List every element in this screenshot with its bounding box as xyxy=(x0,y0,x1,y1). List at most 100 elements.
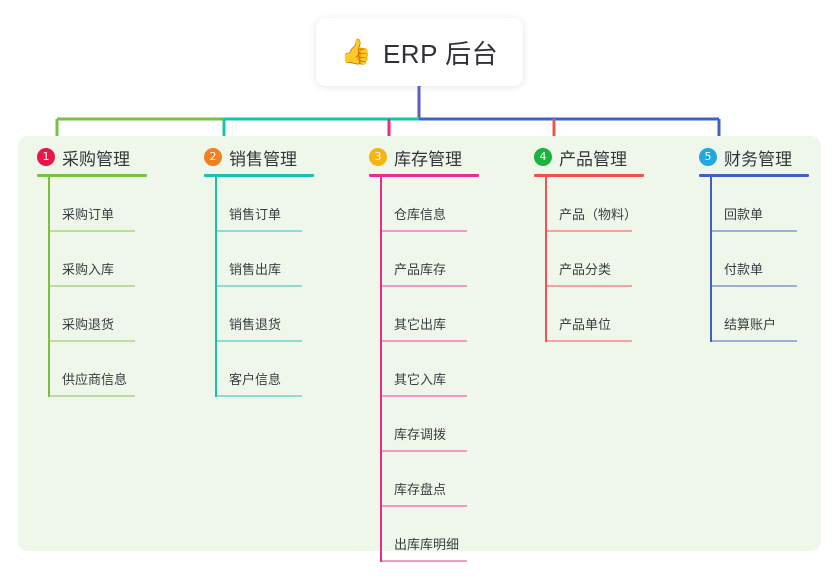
branch-title: 库存管理 xyxy=(394,149,462,169)
branch-header-5[interactable]: 5 财务管理 xyxy=(699,146,839,169)
branch-child-label: 采购退货 xyxy=(62,317,115,332)
branch-child-underline xyxy=(547,340,632,342)
branch-child-underline xyxy=(50,395,135,397)
branch-child-label: 客户信息 xyxy=(229,372,282,387)
branch-children: 采购订单采购入库采购退货供应商信息 xyxy=(37,177,187,397)
branch-child-label: 销售订单 xyxy=(229,207,282,222)
branch-child-item[interactable]: 销售退货 xyxy=(217,287,354,342)
branch-child-label: 回款单 xyxy=(724,207,764,222)
branch-number-badge: 5 xyxy=(699,148,717,166)
branch-column-4: 4 产品管理产品（物料） 产品分类产品单位 xyxy=(534,146,684,342)
branch-header-underline xyxy=(204,174,314,177)
branch-child-label: 采购订单 xyxy=(62,207,115,222)
branch-header-underline xyxy=(37,174,147,177)
branch-spine xyxy=(545,177,547,342)
branch-child-underline xyxy=(217,285,302,287)
branch-spine xyxy=(48,177,50,397)
branch-child-item[interactable]: 结算账户 xyxy=(712,287,839,342)
branch-child-item[interactable]: 仓库信息 xyxy=(382,177,519,232)
thumbs-up-icon: 👍 xyxy=(340,37,372,66)
branch-child-item[interactable]: 出库库明细 xyxy=(382,507,519,562)
branch-child-underline xyxy=(50,285,135,287)
branch-child-label: 供应商信息 xyxy=(62,372,128,387)
branch-spine xyxy=(215,177,217,397)
branch-child-item[interactable]: 采购订单 xyxy=(50,177,187,232)
branch-child-item[interactable]: 库存盘点 xyxy=(382,452,519,507)
branch-child-label: 仓库信息 xyxy=(394,207,447,222)
branch-child-label: 产品（物料） xyxy=(559,207,638,222)
branch-children: 回款单付款单结算账户 xyxy=(699,177,839,342)
branch-child-item[interactable]: 其它出库 xyxy=(382,287,519,342)
branch-children: 仓库信息产品库存其它出库其它入库库存调拨库存盘点出库库明细 xyxy=(369,177,519,562)
branch-child-underline xyxy=(712,230,797,232)
branch-header-3[interactable]: 3 库存管理 xyxy=(369,146,519,169)
branch-column-2: 2 销售管理销售订单销售出库销售退货客户信息 xyxy=(204,146,354,397)
branch-children: 产品（物料） 产品分类产品单位 xyxy=(534,177,684,342)
branch-title: 采购管理 xyxy=(62,149,130,169)
branch-child-item[interactable]: 回款单 xyxy=(712,177,839,232)
branch-child-label: 出库库明细 xyxy=(394,537,460,552)
branch-child-item[interactable]: 产品（物料） xyxy=(547,177,684,232)
branch-child-underline xyxy=(382,340,467,342)
branch-header-4[interactable]: 4 产品管理 xyxy=(534,146,684,169)
branch-child-item[interactable]: 销售出库 xyxy=(217,232,354,287)
branch-child-underline xyxy=(382,395,467,397)
branch-child-label: 产品库存 xyxy=(394,262,447,277)
branch-title: 财务管理 xyxy=(724,149,792,169)
branch-title: 产品管理 xyxy=(559,149,627,169)
branch-child-label: 库存盘点 xyxy=(394,482,447,497)
branch-child-underline xyxy=(50,230,135,232)
branch-column-5: 5 财务管理回款单付款单结算账户 xyxy=(699,146,839,342)
branch-child-item[interactable]: 产品库存 xyxy=(382,232,519,287)
branch-child-underline xyxy=(547,230,632,232)
branch-spine xyxy=(380,177,382,562)
branch-child-item[interactable]: 客户信息 xyxy=(217,342,354,397)
branch-child-label: 产品分类 xyxy=(559,262,612,277)
branch-child-item[interactable]: 采购入库 xyxy=(50,232,187,287)
branch-header-underline xyxy=(369,174,479,177)
branch-child-underline xyxy=(217,340,302,342)
branch-child-underline xyxy=(547,285,632,287)
branch-child-item[interactable]: 产品分类 xyxy=(547,232,684,287)
branch-child-item[interactable]: 销售订单 xyxy=(217,177,354,232)
branch-child-item[interactable]: 付款单 xyxy=(712,232,839,287)
branch-child-label: 其它入库 xyxy=(394,372,447,387)
root-node[interactable]: 👍 ERP 后台 xyxy=(316,18,523,86)
branches-panel xyxy=(18,136,821,551)
branch-child-label: 销售出库 xyxy=(229,262,282,277)
branch-child-underline xyxy=(382,450,467,452)
branch-number-badge: 4 xyxy=(534,148,552,166)
branch-column-3: 3 库存管理仓库信息产品库存其它出库其它入库库存调拨库存盘点出库库明细 xyxy=(369,146,519,562)
branch-child-item[interactable]: 库存调拨 xyxy=(382,397,519,452)
branch-number-badge: 3 xyxy=(369,148,387,166)
branch-child-label: 销售退货 xyxy=(229,317,282,332)
branch-child-label: 结算账户 xyxy=(724,317,777,332)
branch-header-underline xyxy=(534,174,644,177)
branch-child-underline xyxy=(50,340,135,342)
branch-child-item[interactable]: 其它入库 xyxy=(382,342,519,397)
root-title: ERP 后台 xyxy=(382,38,499,69)
branch-child-underline xyxy=(382,505,467,507)
branch-child-label: 产品单位 xyxy=(559,317,612,332)
branch-child-underline xyxy=(217,395,302,397)
branch-child-underline xyxy=(217,230,302,232)
branch-header-2[interactable]: 2 销售管理 xyxy=(204,146,354,169)
branch-child-underline xyxy=(712,285,797,287)
branch-number-badge: 2 xyxy=(204,148,222,166)
branch-child-label: 付款单 xyxy=(724,262,764,277)
branch-child-item[interactable]: 采购退货 xyxy=(50,287,187,342)
branch-child-item[interactable]: 产品单位 xyxy=(547,287,684,342)
branch-child-underline xyxy=(382,285,467,287)
branch-child-item[interactable]: 供应商信息 xyxy=(50,342,187,397)
branch-child-underline xyxy=(382,230,467,232)
branch-title: 销售管理 xyxy=(229,149,297,169)
branch-child-underline xyxy=(712,340,797,342)
branch-children: 销售订单销售出库销售退货客户信息 xyxy=(204,177,354,397)
branch-spine xyxy=(710,177,712,342)
branch-child-label: 其它出库 xyxy=(394,317,447,332)
branch-child-label: 库存调拨 xyxy=(394,427,447,442)
branch-child-label: 采购入库 xyxy=(62,262,115,277)
